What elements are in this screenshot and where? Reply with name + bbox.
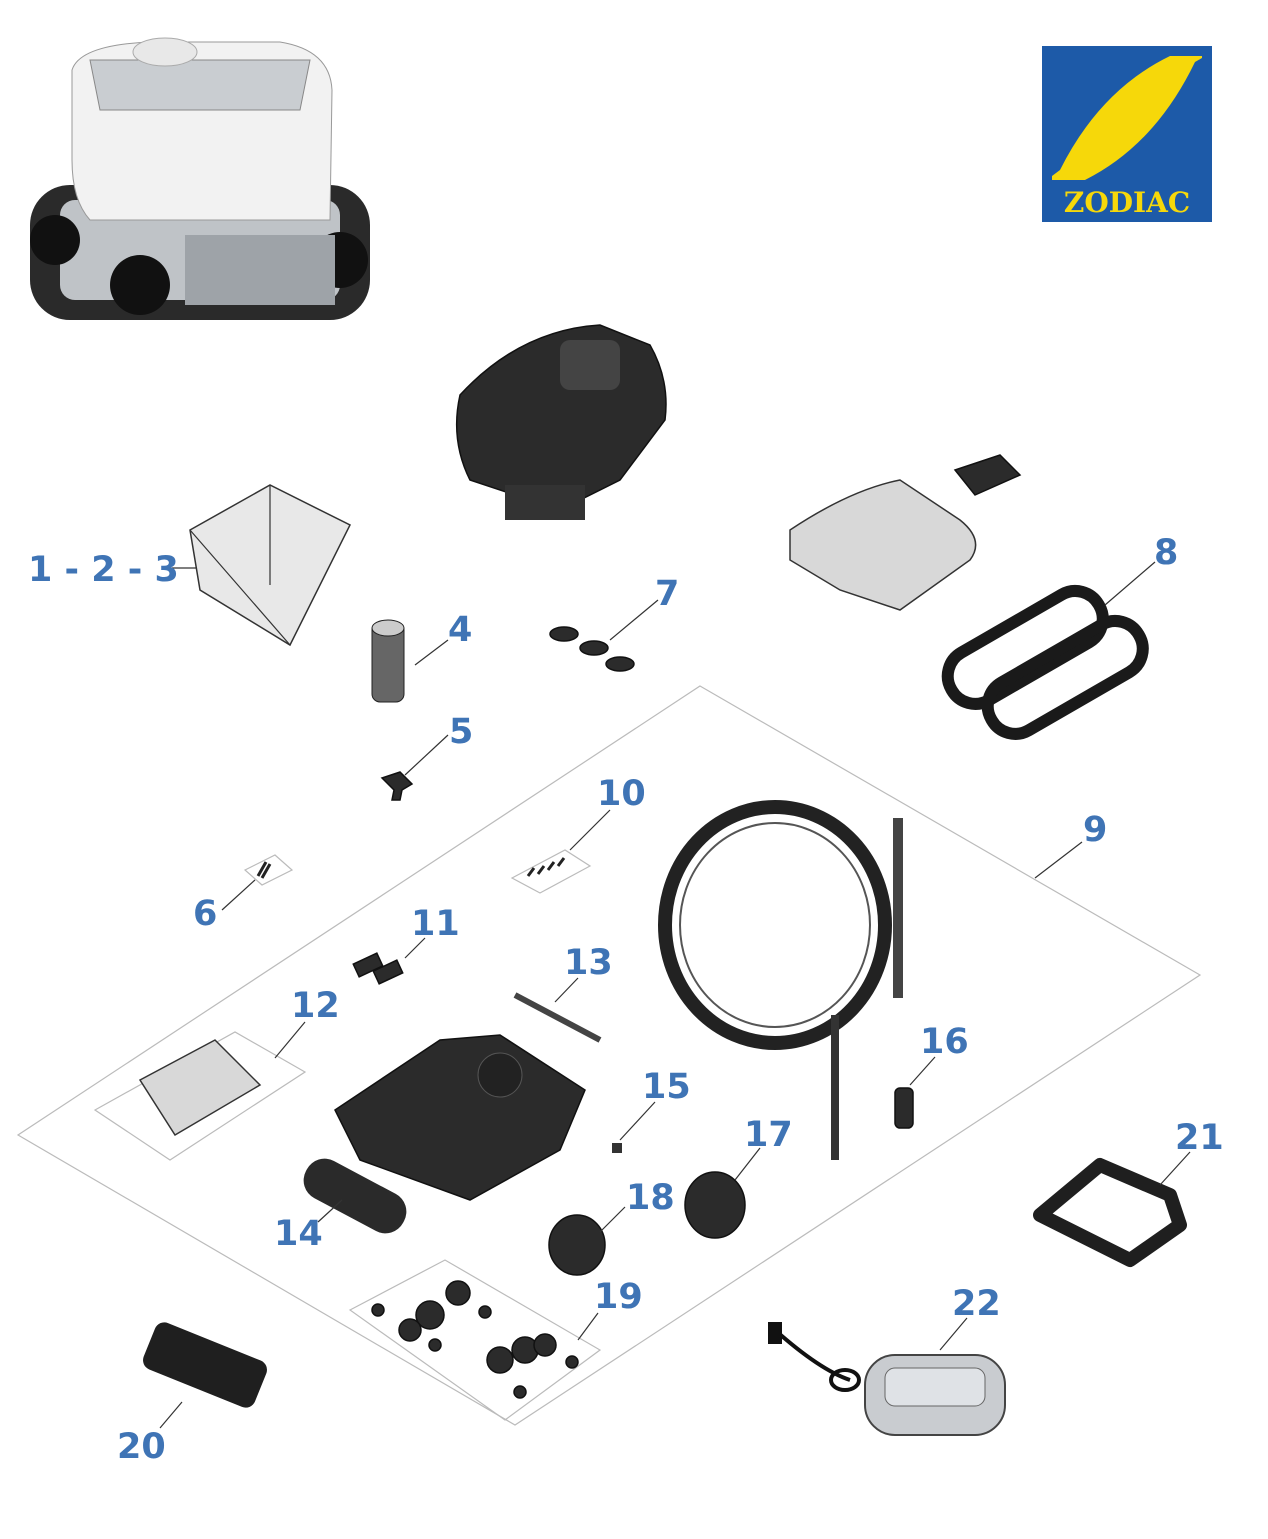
clip-part	[612, 1143, 622, 1153]
impeller-part	[371, 619, 405, 703]
brush-holder-part	[93, 1031, 307, 1161]
callout-11: 11	[411, 904, 460, 944]
handle-part	[1033, 1158, 1187, 1267]
motor-block-part	[334, 1034, 586, 1201]
cable-coil-part	[658, 800, 903, 1160]
callout-9: 9	[1083, 810, 1107, 850]
power-supply-part	[768, 1322, 1006, 1436]
motor-block-kit-outline	[16, 685, 1202, 1426]
filter-basket-part	[189, 484, 352, 647]
callout-14: 14	[274, 1214, 323, 1254]
callout-13: 13	[564, 943, 613, 983]
brackets-part	[352, 952, 404, 985]
callout-4: 4	[448, 610, 472, 650]
roller-part	[303, 1158, 407, 1234]
svg-text:ZODIAC: ZODIAC	[1064, 186, 1190, 219]
callout-19: 19	[594, 1277, 643, 1317]
caps-part	[549, 626, 635, 672]
top-cover-part	[789, 454, 1022, 611]
brush-part	[143, 1322, 267, 1408]
callout-12: 12	[291, 986, 340, 1026]
callout-8: 8	[1154, 533, 1178, 573]
callout-5: 5	[449, 712, 473, 752]
callout-10: 10	[597, 774, 646, 814]
callout-17: 17	[744, 1115, 793, 1155]
pool-robot-image	[30, 37, 370, 320]
callout-6: 6	[193, 894, 217, 934]
leader-lines	[159, 561, 1191, 1429]
zodiac-logo: ZODIAC	[1042, 46, 1212, 222]
callout-7: 7	[655, 574, 679, 614]
robot-body-part	[455, 324, 667, 520]
callout-18: 18	[626, 1178, 675, 1218]
callout-16: 16	[920, 1022, 969, 1062]
gears-part	[348, 1259, 602, 1421]
callout-20: 20	[117, 1427, 166, 1467]
callout-22: 22	[952, 1284, 1001, 1324]
propeller-part	[380, 771, 414, 801]
callout-21: 21	[1175, 1118, 1224, 1158]
screws-part	[243, 849, 592, 894]
connector-part	[894, 1087, 914, 1129]
callout-1-2-3: 1 - 2 - 3	[28, 550, 179, 590]
tracks-part	[941, 585, 1149, 740]
rod-part	[513, 992, 602, 1043]
callout-15: 15	[642, 1067, 691, 1107]
wheel-part	[548, 1171, 746, 1276]
